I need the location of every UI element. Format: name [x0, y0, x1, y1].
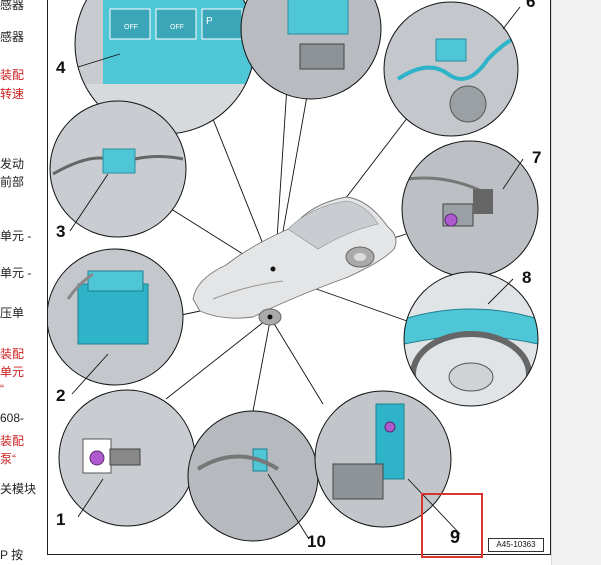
- side-text-line: 前部: [0, 175, 44, 189]
- callout-6: 6: [526, 0, 535, 11]
- side-text-link[interactable]: 装配: [0, 68, 44, 82]
- side-text-line: 感器: [0, 30, 44, 44]
- side-text-link[interactable]: 装配: [0, 434, 44, 448]
- detail-engine-bay: [183, 409, 323, 544]
- callout-8: 8: [522, 268, 531, 287]
- vehicle-illustration: [193, 197, 396, 325]
- side-text-line: 关模块: [0, 482, 44, 496]
- detail-steering-wheel: [398, 269, 548, 414]
- component-location-figure: OFF OFF P: [47, 0, 551, 555]
- callout-10: 10: [307, 532, 326, 551]
- side-text-line: 感器: [0, 0, 44, 12]
- detail-sensor-7: [398, 139, 548, 279]
- side-text-link[interactable]: “: [0, 382, 44, 396]
- side-text-link[interactable]: 装配: [0, 347, 44, 361]
- document-text-column: 感器 感器 装配 转速 发动 前部 单元 - 单元 - 压单 装配 单元 “ 6…: [0, 0, 44, 565]
- figure-illustration: OFF OFF P: [48, 0, 550, 554]
- callout-2: 2: [56, 386, 65, 405]
- detail-door-contact: [53, 389, 203, 529]
- right-scroll-area[interactable]: [551, 0, 601, 565]
- detail-switch: [238, 0, 388, 109]
- side-text-line: P 按: [0, 548, 44, 562]
- side-text-line: 发动: [0, 157, 44, 171]
- switch-label: P: [206, 16, 213, 27]
- side-text-link[interactable]: 泵“: [0, 452, 44, 466]
- callout-3: 3: [56, 222, 65, 241]
- detail-wheel-sensor: [378, 0, 528, 139]
- switch-label: OFF: [170, 24, 184, 31]
- callout-7: 7: [532, 148, 541, 167]
- figure-code: A45-10363: [488, 538, 544, 552]
- side-text-link[interactable]: 转速: [0, 87, 44, 101]
- detail-control-unit: [48, 249, 188, 389]
- callout-4: 4: [56, 58, 66, 77]
- highlight-box: [421, 493, 483, 558]
- side-text-line: 608-: [0, 411, 44, 425]
- callout-1: 1: [56, 510, 65, 529]
- callout-9: 9: [450, 527, 460, 548]
- switch-label: OFF: [124, 24, 138, 31]
- side-text-line: 单元 -: [0, 229, 44, 243]
- side-text-line: 压单: [0, 306, 44, 320]
- side-text-link[interactable]: 单元: [0, 365, 44, 379]
- side-text-line: 单元 -: [0, 266, 44, 280]
